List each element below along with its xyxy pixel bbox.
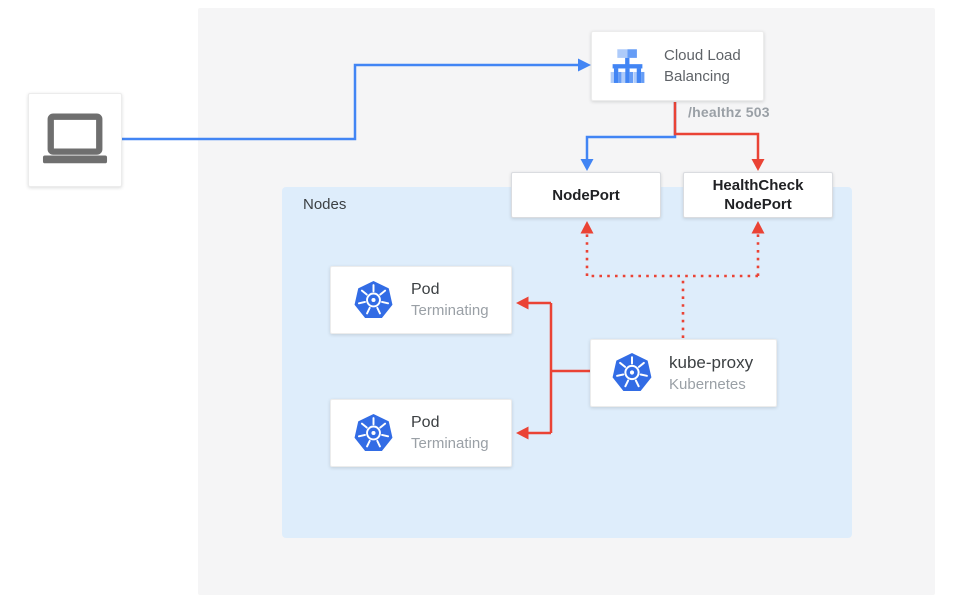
- healthcheck-nodeport-label: HealthCheck NodePort: [712, 177, 804, 213]
- pod-status: Terminating: [411, 302, 489, 319]
- pod-title: Pod: [411, 414, 440, 431]
- pod-status: Terminating: [411, 435, 489, 452]
- kubernetes-icon: [353, 413, 394, 454]
- healthcheck-nodeport-node: HealthCheck NodePort: [683, 172, 833, 218]
- healthz-status-label: /healthz 503: [688, 104, 770, 120]
- kubernetes-icon: [353, 280, 394, 321]
- nodes-group-label: Nodes: [303, 196, 347, 213]
- pod-text: Pod Terminating: [411, 414, 489, 452]
- laptop-icon: [42, 112, 108, 168]
- kube-proxy-title: kube-proxy: [669, 353, 754, 372]
- pod-node-1: Pod Terminating: [330, 266, 512, 334]
- pod-text: Pod Terminating: [411, 281, 489, 319]
- kube-proxy-text: kube-proxy Kubernetes: [669, 353, 753, 393]
- cloud-load-balancing-icon: [604, 43, 651, 90]
- nodeport-node: NodePort: [511, 172, 661, 218]
- nodeport-label: NodePort: [552, 186, 620, 204]
- kubernetes-icon: [611, 352, 653, 394]
- cloud-load-balancing-node: Cloud Load Balancing: [591, 31, 764, 101]
- pod-title: Pod: [411, 281, 440, 298]
- client-laptop-node: [28, 93, 122, 187]
- pod-node-2: Pod Terminating: [330, 399, 512, 467]
- kube-proxy-node: kube-proxy Kubernetes: [590, 339, 777, 407]
- cloud-load-balancing-label: Cloud Load Balancing: [664, 47, 741, 85]
- kube-proxy-subtitle: Kubernetes: [669, 376, 746, 393]
